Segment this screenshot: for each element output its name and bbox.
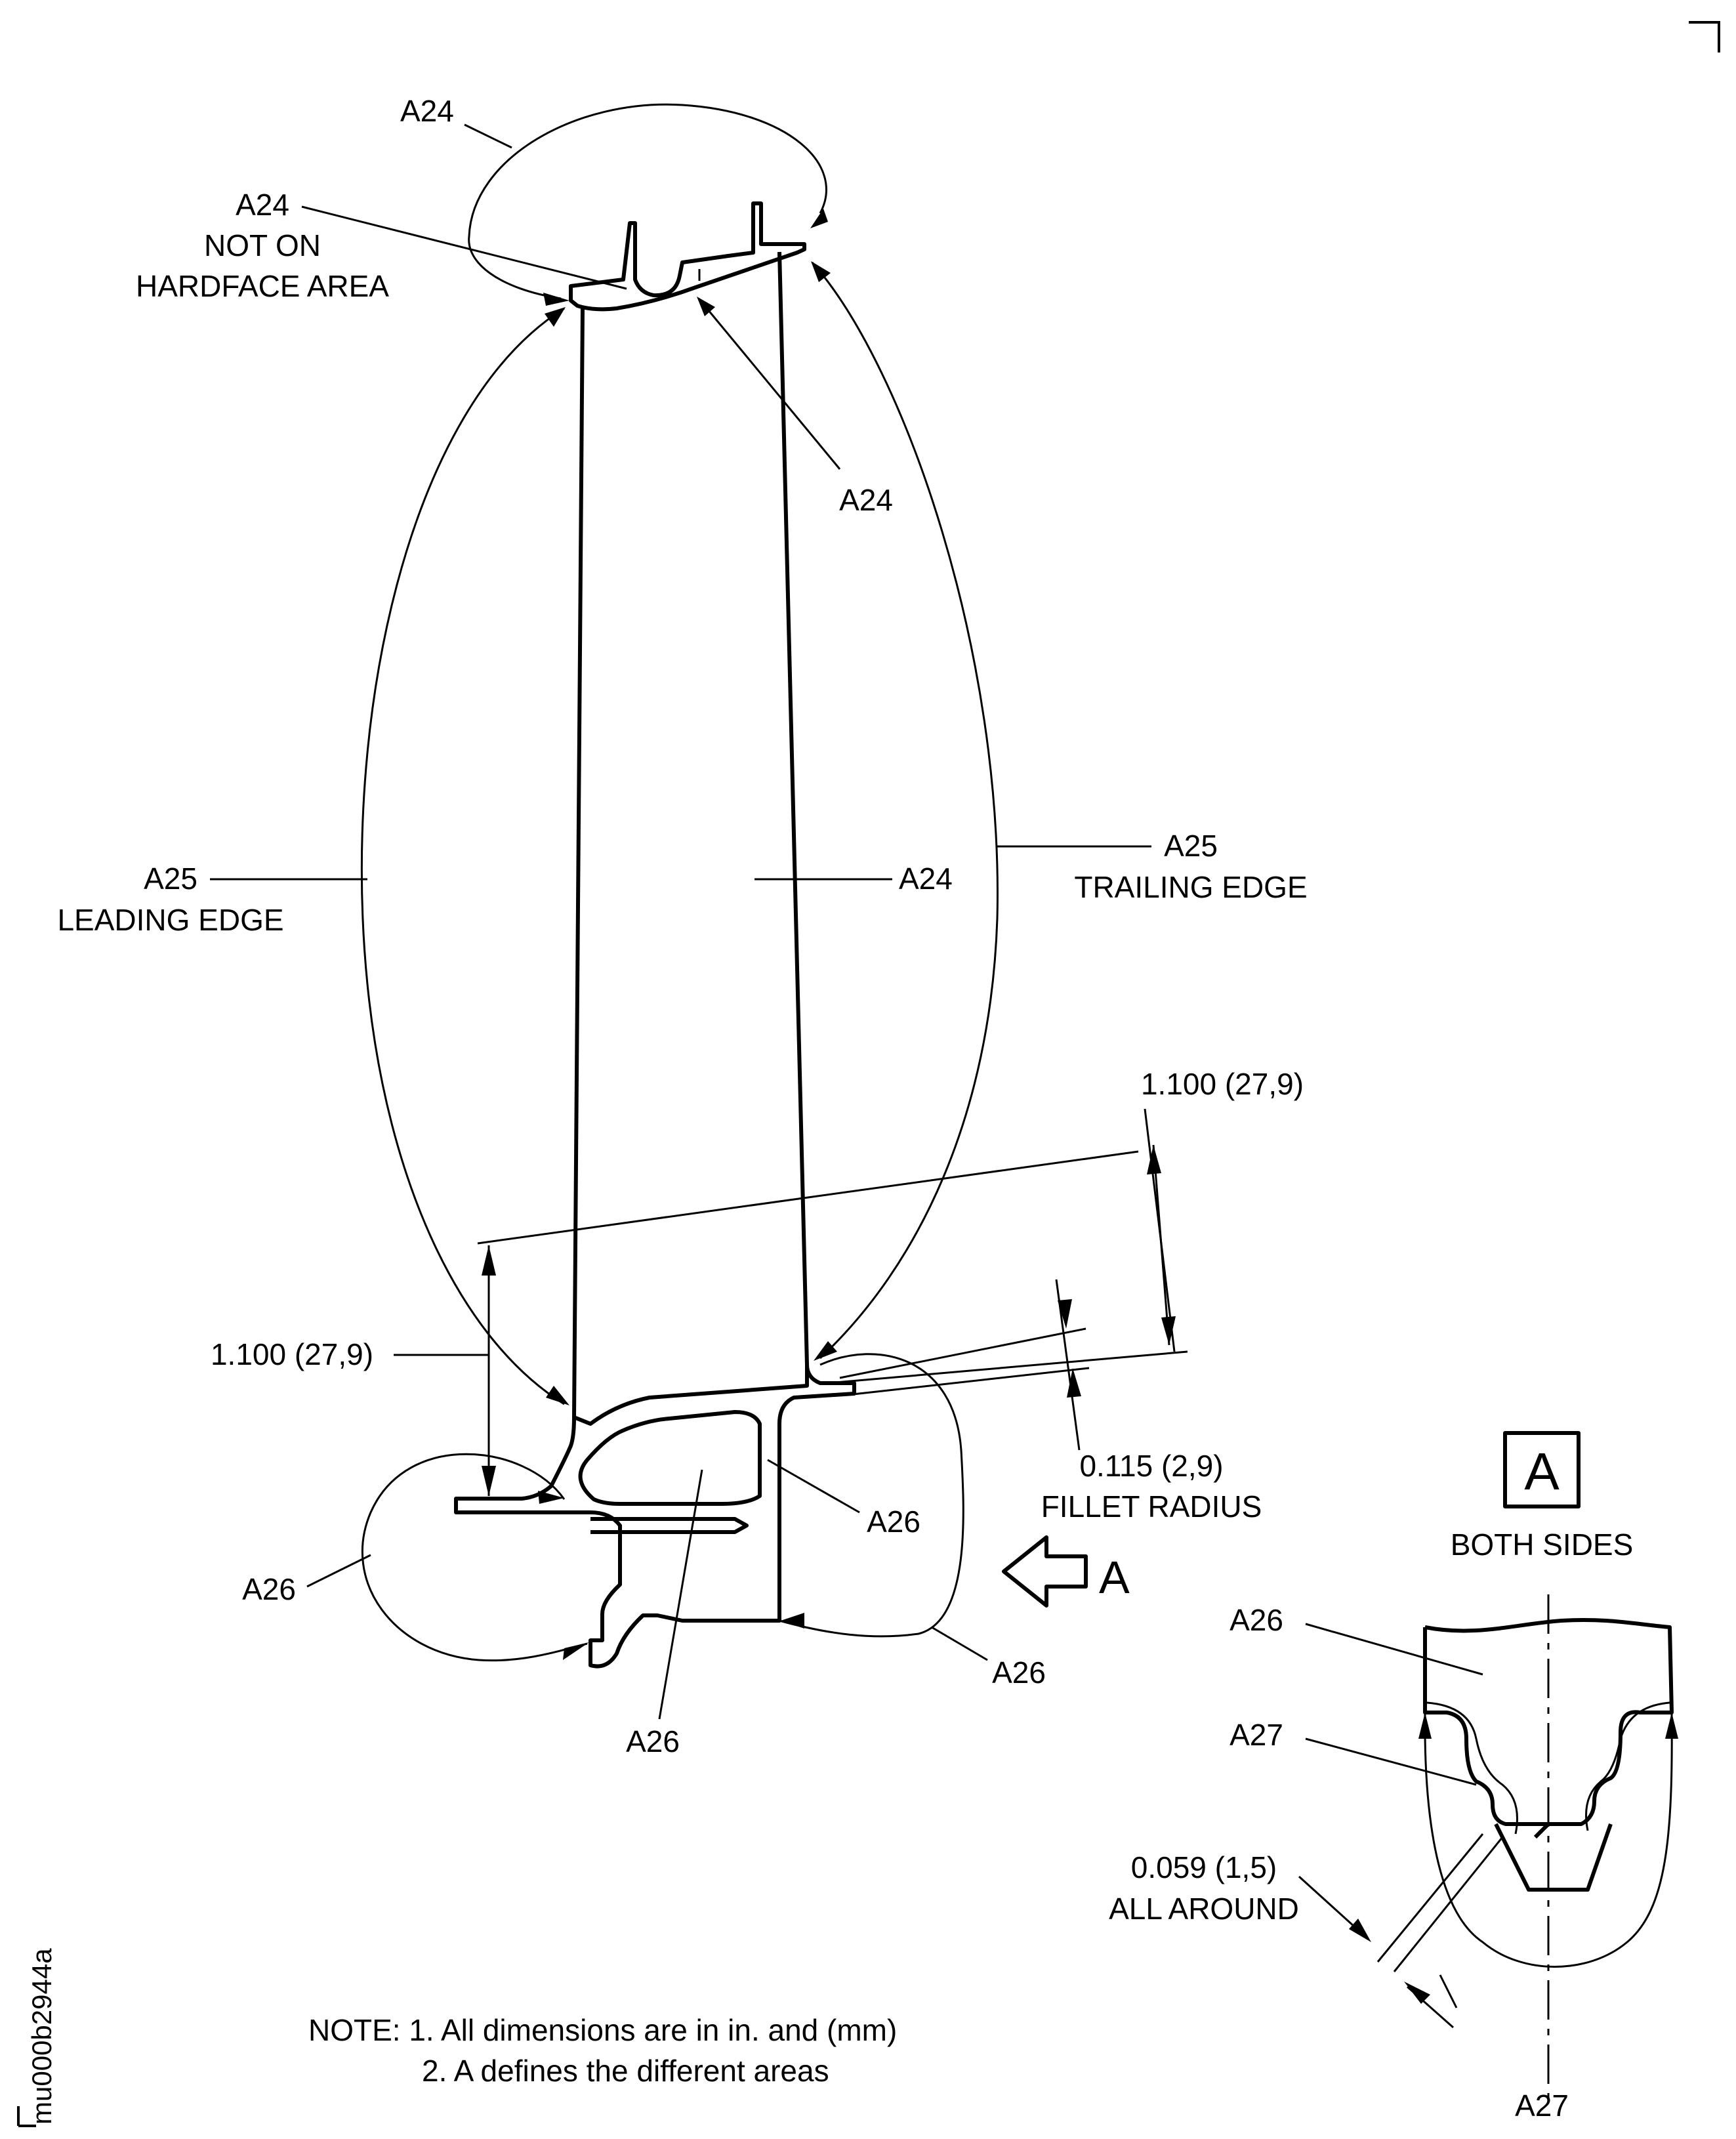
label-dim-left: 1.100 (27,9) bbox=[211, 1337, 373, 1371]
dim-left-height bbox=[394, 1245, 496, 1496]
top-shroud bbox=[569, 201, 806, 312]
dim-right-height bbox=[477, 1108, 1188, 1384]
a26-left-loop bbox=[361, 1453, 588, 1662]
arrow-head bbox=[781, 1613, 804, 1629]
arrow-head bbox=[811, 261, 831, 282]
label-a24-hardface-1: A24 bbox=[236, 188, 289, 222]
arrow-head bbox=[563, 1642, 589, 1660]
platform-root bbox=[454, 1363, 856, 1669]
a27-detail-leader bbox=[1305, 1737, 1477, 1786]
label-a24-airfoil: A24 bbox=[899, 862, 953, 896]
label-detail-dim-1: 0.059 (1,5) bbox=[1131, 1850, 1277, 1884]
label-a25-le-2: LEADING EDGE bbox=[57, 903, 283, 937]
label-a24-top: A24 bbox=[400, 94, 454, 128]
note-line-1: NOTE: 1. All dimensions are in in. and (… bbox=[308, 2013, 897, 2047]
a24-top-leader bbox=[464, 123, 512, 149]
label-dim-right: 1.100 (27,9) bbox=[1141, 1067, 1304, 1101]
label-a25-te-2: TRAILING EDGE bbox=[1074, 870, 1307, 904]
a26-mid-leader bbox=[767, 1459, 860, 1514]
detail-a-box bbox=[1503, 1431, 1581, 1508]
arrow-head bbox=[538, 1491, 564, 1504]
view-a-arrow bbox=[1002, 1535, 1088, 1608]
dim-fillet bbox=[839, 1279, 1090, 1451]
a26-bottom-leader bbox=[658, 1469, 703, 1720]
arrow-head bbox=[810, 209, 828, 228]
a25-leading-edge-arc bbox=[360, 307, 565, 1405]
figure-id: mu000b2944a bbox=[26, 1948, 57, 2125]
label-fillet-1: 0.115 (2,9) bbox=[1079, 1449, 1223, 1483]
arrow-head bbox=[697, 297, 715, 316]
label-detail-dim-2: ALL AROUND bbox=[1109, 1892, 1299, 1926]
label-a24-tip: A24 bbox=[839, 483, 893, 517]
label-a25-le-1: A25 bbox=[144, 862, 197, 896]
a26-left-leader bbox=[306, 1554, 371, 1588]
a26-right-loop bbox=[779, 1353, 964, 1638]
label-a27-detail-left: A27 bbox=[1230, 1718, 1283, 1752]
label-a26-left: A26 bbox=[242, 1572, 296, 1606]
a25-trailing-edge-arc bbox=[811, 262, 999, 1360]
label-detail-caption: BOTH SIDES bbox=[1451, 1527, 1634, 1562]
a24-top-loop bbox=[468, 103, 827, 300]
a26-right-leader bbox=[931, 1626, 988, 1661]
label-a24-hardface-2: NOT ON bbox=[204, 228, 321, 262]
arrow-head bbox=[546, 1386, 569, 1405]
note-line-2: 2. A defines the different areas bbox=[422, 2054, 829, 2088]
a24-hardface-leader bbox=[301, 205, 627, 290]
airfoil bbox=[572, 251, 809, 1418]
label-view-a: A bbox=[1099, 1552, 1130, 1603]
label-a26-bottom: A26 bbox=[626, 1724, 680, 1758]
label-a26-mid: A26 bbox=[867, 1505, 920, 1539]
a26-detail-leader bbox=[1305, 1623, 1483, 1676]
label-a25-te-1: A25 bbox=[1164, 829, 1218, 863]
label-a24-hardface-3: HARDFACE AREA bbox=[136, 269, 389, 303]
label-a26-detail: A26 bbox=[1230, 1603, 1283, 1637]
label-a26-right: A26 bbox=[992, 1655, 1046, 1690]
arrow-head bbox=[814, 1341, 837, 1361]
label-a27-detail-bottom: A27 bbox=[1515, 2088, 1569, 2123]
label-fillet-2: FILLET RADIUS bbox=[1041, 1489, 1262, 1524]
corner-mark bbox=[1689, 21, 1720, 52]
detail-a-view bbox=[1298, 1594, 1678, 2100]
arrow-head bbox=[545, 307, 566, 327]
arrow-head bbox=[543, 293, 569, 306]
label-detail-box: A bbox=[1524, 1442, 1560, 1501]
a24-tip-leader bbox=[697, 298, 841, 470]
